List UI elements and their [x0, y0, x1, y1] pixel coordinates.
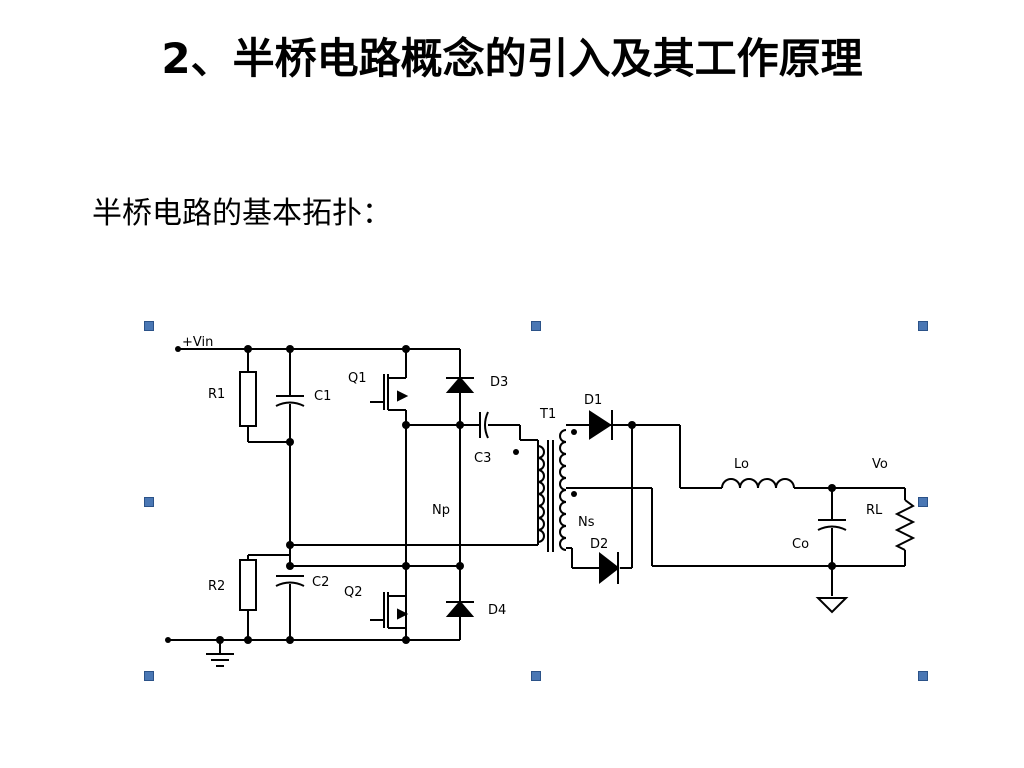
- label-r1: R1: [208, 387, 225, 402]
- label-c1: C1: [314, 389, 331, 404]
- label-vin: +Vin: [182, 335, 213, 350]
- label-rl: RL: [866, 503, 883, 518]
- slide-subtitle: 半桥电路的基本拓扑：: [92, 196, 392, 231]
- label-d3: D3: [490, 375, 508, 390]
- resize-handle-top-center[interactable]: [531, 321, 541, 331]
- label-ns: Ns: [578, 515, 595, 530]
- label-vo: Vo: [872, 457, 888, 472]
- label-d1: D1: [584, 393, 602, 408]
- label-co: Co: [792, 537, 809, 552]
- slide-title: 2、半桥电路概念的引入及其工作原理: [161, 34, 863, 83]
- resize-handle-bottom-left[interactable]: [144, 671, 154, 681]
- label-c2: C2: [312, 575, 329, 590]
- resize-handle-middle-right[interactable]: [918, 497, 928, 507]
- label-d2: D2: [590, 537, 608, 552]
- resize-handle-top-right[interactable]: [918, 321, 928, 331]
- resize-handle-bottom-right[interactable]: [918, 671, 928, 681]
- label-np: Np: [432, 503, 450, 518]
- resize-handle-middle-left[interactable]: [144, 497, 154, 507]
- label-lo: Lo: [734, 457, 749, 472]
- half-bridge-schematic[interactable]: +Vin R1 R2 C1 C2 C3 Q1 Q2 D3 D4 T1 D1 D2…: [150, 325, 920, 675]
- label-t1: T1: [539, 407, 556, 422]
- label-q2: Q2: [344, 585, 363, 600]
- resize-handle-bottom-center[interactable]: [531, 671, 541, 681]
- label-d4: D4: [488, 603, 506, 618]
- resize-handle-top-left[interactable]: [144, 321, 154, 331]
- label-c3: C3: [474, 451, 491, 466]
- label-r2: R2: [208, 579, 225, 594]
- label-q1: Q1: [348, 371, 367, 386]
